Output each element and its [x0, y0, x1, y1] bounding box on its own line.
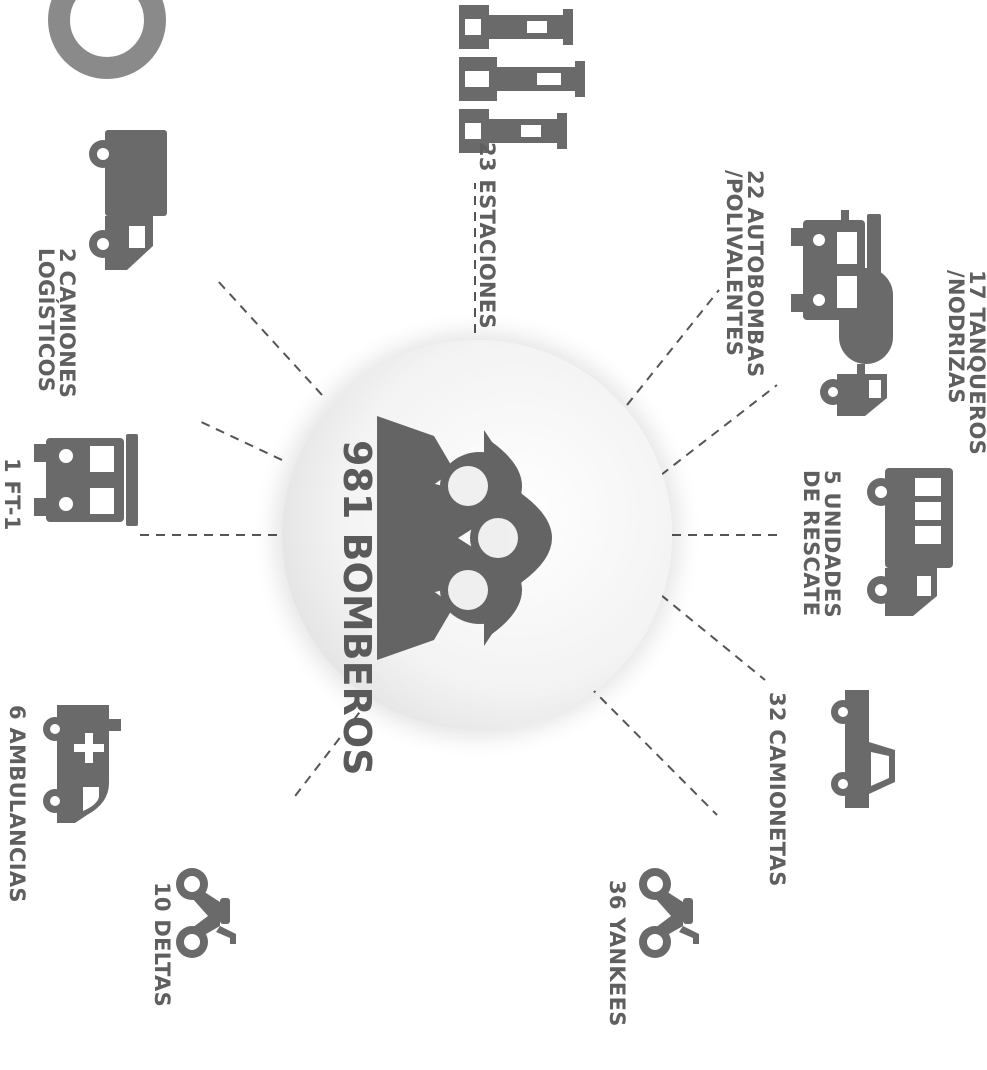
label-rescate: 5 UNIDADES DE RESCATE	[799, 470, 844, 618]
firefighters-icon	[377, 416, 552, 660]
fire-station-icon	[459, 5, 585, 153]
pickup-truck-icon	[831, 690, 895, 808]
fire-engine-icon	[791, 210, 881, 330]
label-logisticos: 2 CAMIONES LOGÍSTICOS	[34, 248, 79, 399]
label-camionetas: 32 CAMIONETAS	[765, 692, 789, 887]
link-yankees	[588, 685, 718, 816]
label-tanqueros: 17 TANQUEROS /NODRIZAS	[944, 270, 987, 456]
link-ambulancias	[196, 419, 283, 461]
link-deltas	[291, 699, 370, 801]
motorcycle-icon	[176, 868, 236, 958]
label-estaciones: 23 ESTACIONES	[475, 142, 499, 329]
motorcycle-icon	[639, 868, 699, 958]
label-autobombas: 22 AUTOBOMBAS /POLIVALENTES	[722, 170, 767, 378]
label-yankees: 36 YANKEES	[605, 880, 629, 1027]
logo-ring-icon	[48, 0, 166, 79]
link-autobombas	[626, 289, 720, 406]
link-camionetas	[660, 594, 766, 681]
label-ft1: 1 FT-1	[0, 458, 24, 531]
label-ambulancias: 6 AMBULANCIAS	[5, 705, 29, 903]
ambulance-icon	[43, 705, 121, 823]
rescue-truck-icon	[867, 468, 953, 616]
link-tanqueros	[660, 384, 778, 476]
link-logisticos	[216, 279, 323, 396]
hub-label: 981 BOMBEROS	[335, 440, 379, 776]
ft1-truck-icon	[34, 434, 138, 526]
label-deltas: 10 DELTAS	[150, 882, 174, 1007]
logistics-truck-icon	[89, 130, 167, 270]
